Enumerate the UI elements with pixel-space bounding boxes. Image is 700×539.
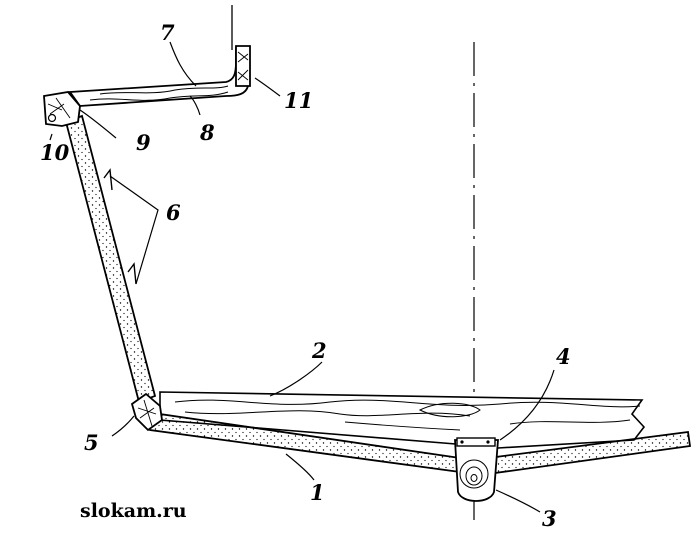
callout-1: 1 <box>310 480 325 505</box>
callout-3: 3 <box>542 506 557 531</box>
coaming <box>235 45 251 87</box>
frame-brackets <box>103 168 137 285</box>
callout-8: 8 <box>199 120 215 145</box>
callout-11: 11 <box>284 88 313 113</box>
callout-7: 7 <box>160 20 175 45</box>
side-planking <box>64 114 157 404</box>
side-deck <box>68 47 249 107</box>
chine-block <box>130 392 163 432</box>
leader-lines <box>49 41 555 513</box>
gunwale <box>43 91 81 127</box>
watermark-text: slokam.ru <box>80 500 187 522</box>
callout-5: 5 <box>84 430 99 455</box>
callout-2: 2 <box>311 338 327 363</box>
callout-10: 10 <box>40 140 70 165</box>
callout-4: 4 <box>556 344 571 369</box>
keel <box>454 437 499 502</box>
callout-9: 9 <box>136 130 151 155</box>
callout-6: 6 <box>166 200 181 225</box>
